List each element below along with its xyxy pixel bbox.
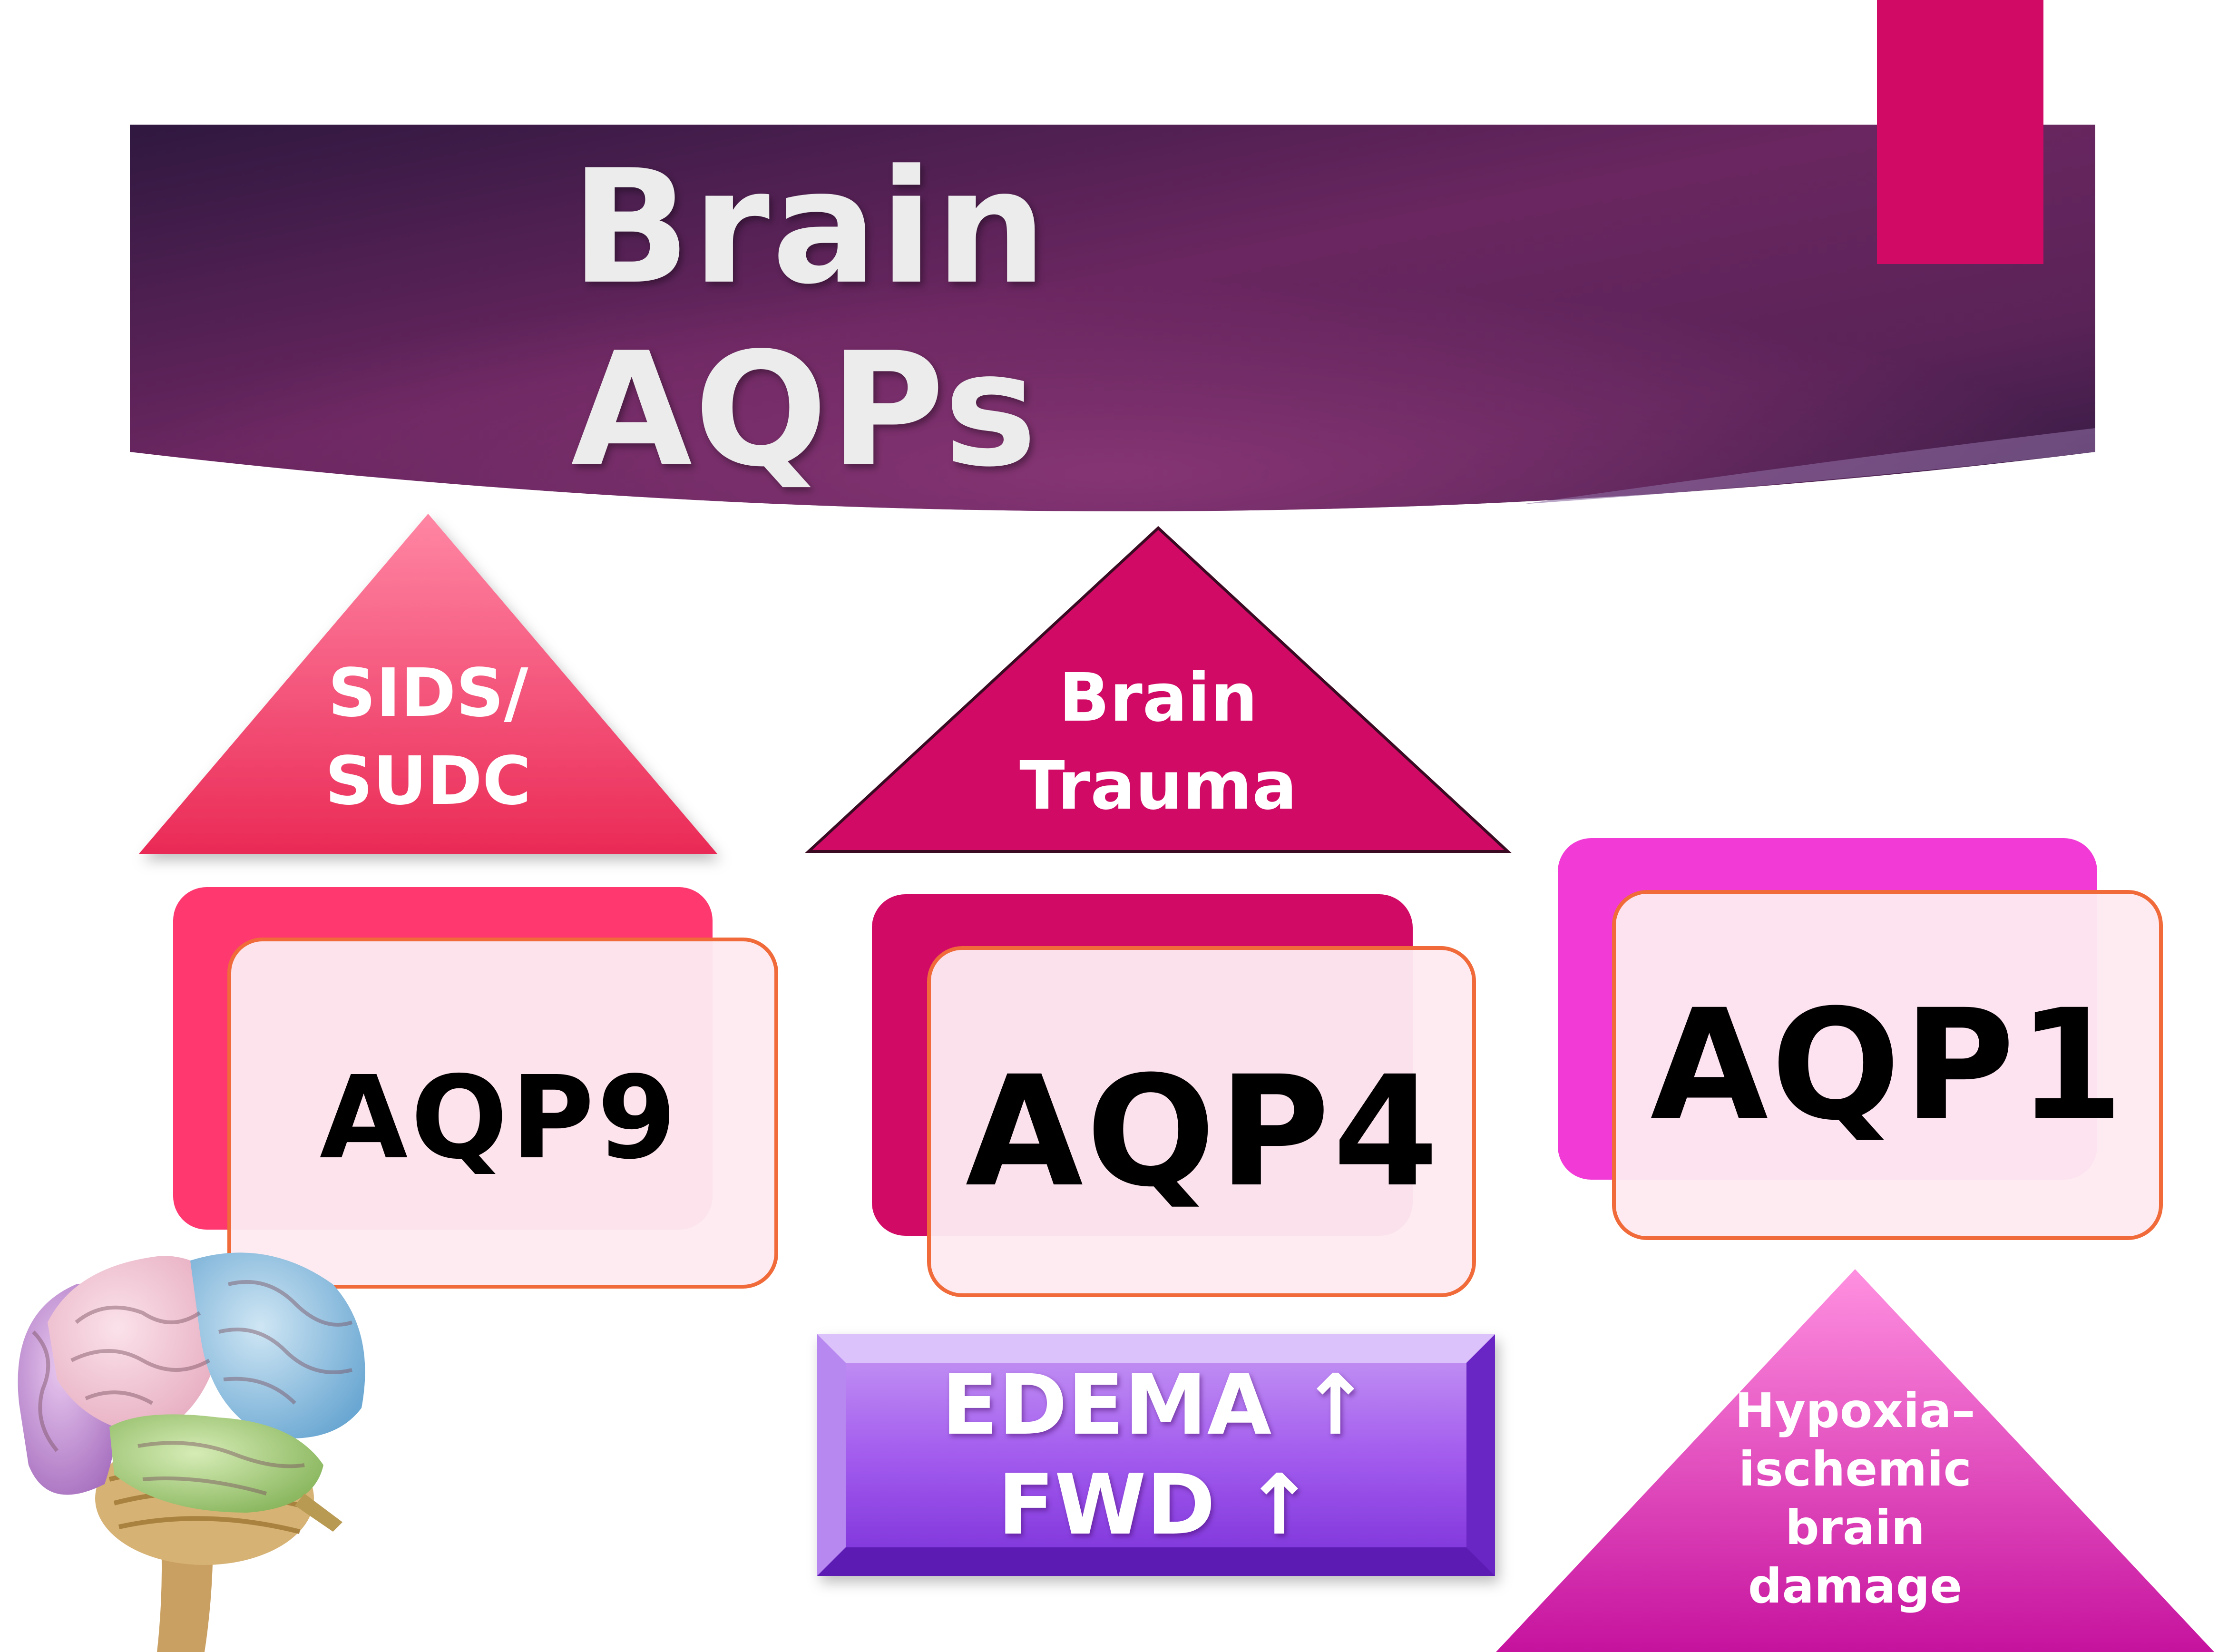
aqp4-card-shapes [872, 894, 1476, 1297]
hypoxia-label: Hypoxia– ischemic brain damage [1712, 1379, 1998, 1617]
fwd-line: FWD ↑ [997, 1457, 1314, 1554]
edema-box-shape [817, 1334, 1495, 1576]
sids-label-line-2: SUDC [325, 743, 531, 820]
trauma-label: Brain Trauma [992, 652, 1325, 832]
title-banner [130, 125, 2095, 511]
sids-label: SIDS/ SUDC [285, 647, 571, 828]
edema-line: EDEMA ↑ [941, 1357, 1370, 1454]
hypoxia-line-3: brain [1785, 1500, 1925, 1555]
aqp1-label: AQP1 [1650, 977, 2127, 1154]
hypoxia-line-1: Hypoxia– [1735, 1383, 1975, 1438]
trauma-label-line-2: Trauma [1019, 747, 1297, 825]
edema-label: EDEMA ↑ FWD ↑ [856, 1351, 1456, 1560]
sids-triangle [139, 514, 717, 854]
slide-title: Brain AQPs [571, 136, 1049, 501]
sids-label-line-1: SIDS/ [328, 655, 528, 732]
aqp9-card-shapes [173, 887, 778, 1289]
hypoxia-line-4: damage [1748, 1558, 1963, 1614]
corner-accent [1877, 0, 2043, 264]
hypoxia-triangle [1496, 1269, 2214, 1652]
aqp9-label: AQP9 [319, 1051, 680, 1184]
trauma-label-line-1: Brain [1059, 659, 1258, 737]
trauma-triangle [805, 526, 1512, 853]
aqp4-label: AQP4 [965, 1044, 1442, 1221]
brain-illustration [18, 1252, 365, 1652]
hypoxia-line-2: ischemic [1739, 1441, 1972, 1497]
aqp1-card-shapes [1558, 838, 2163, 1240]
